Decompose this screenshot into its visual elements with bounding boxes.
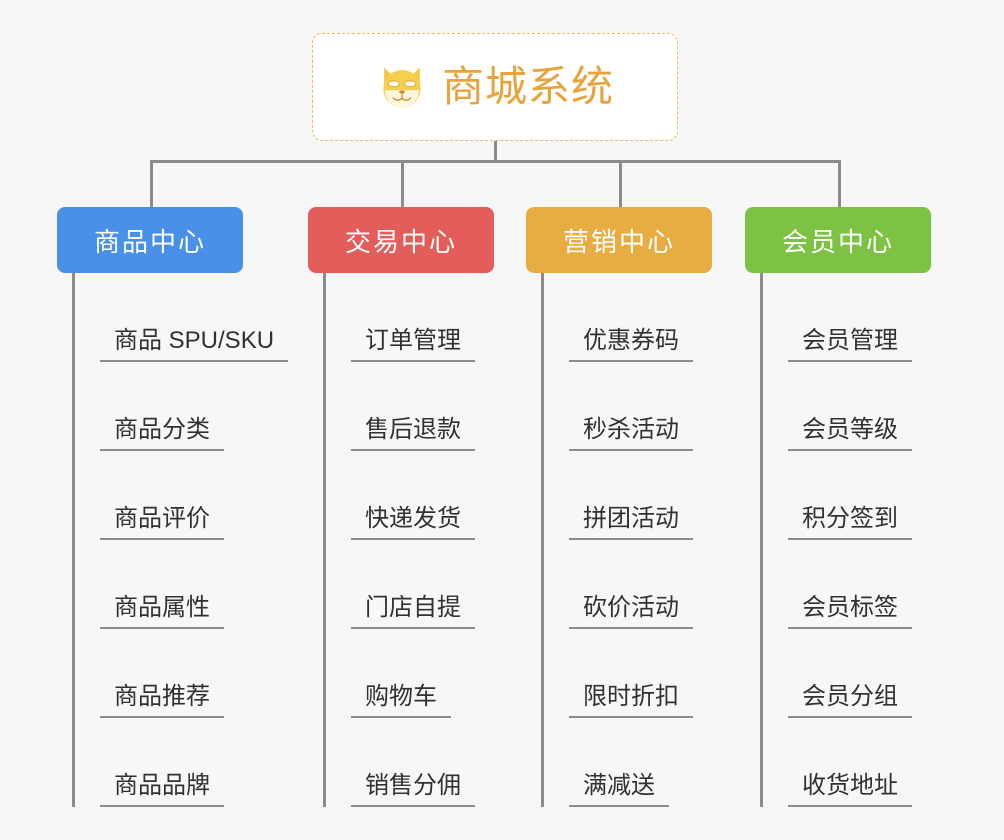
leaf-item[interactable]: 会员标签	[745, 540, 931, 629]
leaf-label: 商品品牌	[100, 772, 224, 807]
dog-face-icon	[376, 61, 428, 113]
leaf-item[interactable]: 商品评价	[57, 451, 243, 540]
branch-header-trade[interactable]: 交易中心	[308, 207, 494, 273]
leaf-label: 积分签到	[788, 505, 912, 540]
branch-label: 商品中心	[93, 226, 206, 257]
branch-header-product[interactable]: 商品中心	[57, 207, 243, 273]
root-node[interactable]: 商城系统	[312, 33, 678, 141]
leaf-item[interactable]: 商品推荐	[57, 629, 243, 718]
leaf-label: 满减送	[569, 772, 669, 807]
branch-column-member: 会员中心 会员管理 会员等级 积分签到 会员标签 会员分组 收货地址	[745, 207, 931, 807]
leaf-label: 限时折扣	[569, 683, 693, 718]
leaf-label: 购物车	[351, 683, 451, 718]
leaf-label: 售后退款	[351, 416, 475, 451]
leaf-item[interactable]: 售后退款	[308, 362, 494, 451]
branch-header-member[interactable]: 会员中心	[745, 207, 931, 273]
branch-leaf-list: 优惠券码 秒杀活动 拼团活动 砍价活动 限时折扣 满减送	[526, 273, 712, 807]
leaf-label: 会员分组	[788, 683, 912, 718]
connector-drop-4	[838, 160, 841, 208]
connector-horizontal-bus	[150, 160, 840, 163]
leaf-label: 商品推荐	[100, 683, 224, 718]
leaf-label: 商品分类	[100, 416, 224, 451]
connector-root-stem	[494, 141, 497, 162]
leaf-item[interactable]: 门店自提	[308, 540, 494, 629]
leaf-label: 销售分佣	[351, 772, 475, 807]
leaf-item[interactable]: 收货地址	[745, 718, 931, 807]
leaf-item[interactable]: 限时折扣	[526, 629, 712, 718]
connector-drop-2	[401, 160, 404, 208]
leaf-label: 会员标签	[788, 594, 912, 629]
branch-label: 会员中心	[781, 226, 894, 257]
leaf-item[interactable]: 砍价活动	[526, 540, 712, 629]
leaf-label: 商品 SPU/SKU	[100, 327, 289, 362]
connector-drop-3	[619, 160, 622, 208]
leaf-label: 秒杀活动	[569, 416, 693, 451]
leaf-item[interactable]: 快递发货	[308, 451, 494, 540]
branch-leaf-list: 订单管理 售后退款 快递发货 门店自提 购物车 销售分佣	[308, 273, 494, 807]
leaf-label: 门店自提	[351, 594, 475, 629]
leaf-label: 会员管理	[788, 327, 912, 362]
leaf-label: 砍价活动	[569, 594, 693, 629]
branch-column-marketing: 营销中心 优惠券码 秒杀活动 拼团活动 砍价活动 限时折扣 满减送	[526, 207, 712, 807]
branch-column-trade: 交易中心 订单管理 售后退款 快递发货 门店自提 购物车 销售分佣	[308, 207, 494, 807]
leaf-item[interactable]: 商品属性	[57, 540, 243, 629]
branch-spine	[760, 273, 763, 807]
leaf-label: 拼团活动	[569, 505, 693, 540]
leaf-item[interactable]: 拼团活动	[526, 451, 712, 540]
leaf-label: 会员等级	[788, 416, 912, 451]
branch-header-marketing[interactable]: 营销中心	[526, 207, 712, 273]
leaf-item[interactable]: 商品 SPU/SKU	[57, 273, 289, 362]
leaf-label: 收货地址	[788, 772, 912, 807]
branch-spine	[541, 273, 544, 807]
leaf-label: 订单管理	[351, 327, 475, 362]
branch-leaf-list: 会员管理 会员等级 积分签到 会员标签 会员分组 收货地址	[745, 273, 931, 807]
branch-label: 营销中心	[562, 226, 675, 257]
leaf-label: 商品属性	[100, 594, 224, 629]
branch-spine	[72, 273, 75, 807]
leaf-label: 快递发货	[351, 505, 475, 540]
leaf-item[interactable]: 会员管理	[745, 273, 931, 362]
leaf-item[interactable]: 订单管理	[308, 273, 494, 362]
leaf-item[interactable]: 会员等级	[745, 362, 931, 451]
branch-leaf-list: 商品 SPU/SKU 商品分类 商品评价 商品属性 商品推荐 商品品牌	[57, 273, 289, 807]
leaf-item[interactable]: 会员分组	[745, 629, 931, 718]
leaf-label: 优惠券码	[569, 327, 693, 362]
leaf-item[interactable]: 秒杀活动	[526, 362, 712, 451]
leaf-label: 商品评价	[100, 505, 224, 540]
leaf-item[interactable]: 优惠券码	[526, 273, 712, 362]
connector-drop-1	[150, 160, 153, 208]
branch-column-product: 商品中心 商品 SPU/SKU 商品分类 商品评价 商品属性 商品推荐 商品品牌	[57, 207, 289, 807]
branch-label: 交易中心	[344, 226, 457, 257]
leaf-item[interactable]: 积分签到	[745, 451, 931, 540]
root-title: 商城系统	[441, 63, 614, 110]
leaf-item[interactable]: 销售分佣	[308, 718, 494, 807]
leaf-item[interactable]: 商品分类	[57, 362, 243, 451]
branch-spine	[323, 273, 326, 807]
leaf-item[interactable]: 商品品牌	[57, 718, 243, 807]
leaf-item[interactable]: 购物车	[308, 629, 494, 718]
leaf-item[interactable]: 满减送	[526, 718, 712, 807]
